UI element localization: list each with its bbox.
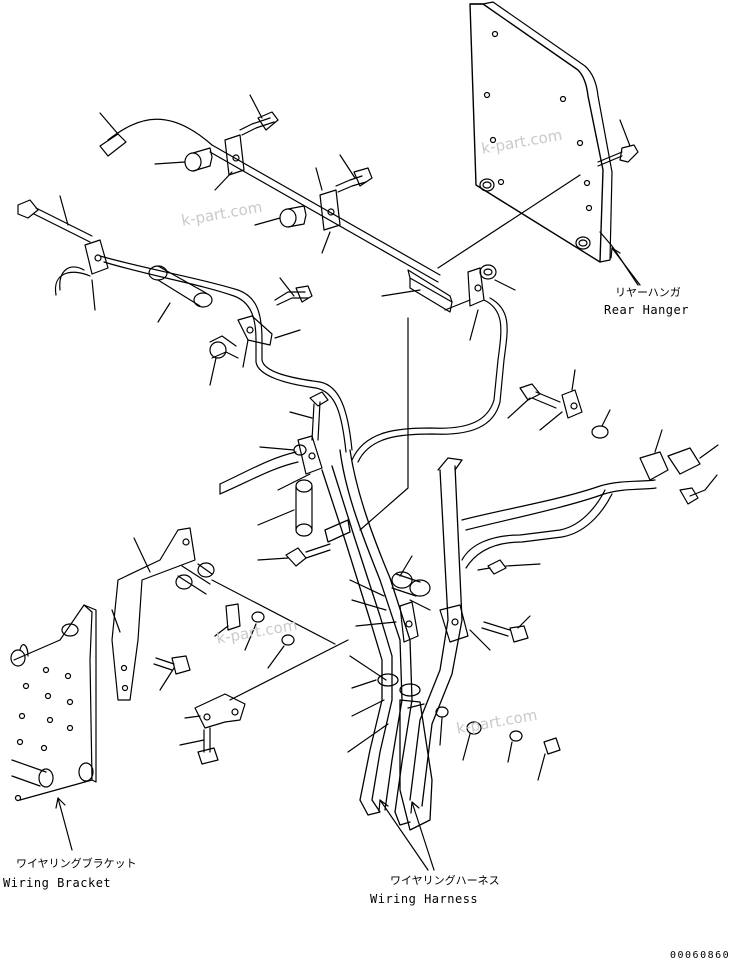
- left-clamp: [54, 239, 109, 311]
- middle-bracket: [111, 527, 336, 701]
- upper-harness: [99, 255, 353, 453]
- small-bracket: [214, 603, 295, 669]
- drawing-code: 00060860: [670, 950, 731, 961]
- rear-hanger-label-jp: リヤーハンガ: [615, 286, 681, 299]
- connector: [639, 429, 719, 481]
- clamp-set-2: [254, 154, 373, 254]
- wiring-bracket-label-jp: ワイヤリングブラケット: [16, 857, 137, 870]
- lower-bracket-plate: [179, 639, 349, 765]
- callout-arrows: [55, 247, 641, 871]
- wiring-bracket-plate: [10, 604, 97, 802]
- clamp-set-1: [154, 94, 279, 191]
- main-harness: [321, 449, 463, 831]
- bracket-bolt: [153, 655, 191, 691]
- clamp-set-3: [209, 277, 313, 386]
- leader-lines: [347, 555, 491, 753]
- long-bolt: [17, 195, 93, 243]
- rear-hanger-plate: [469, 1, 639, 286]
- wiring-bracket-label: Wiring Bracket: [3, 876, 112, 890]
- long-collar: [148, 265, 213, 323]
- right-bolt-1: [679, 474, 718, 505]
- upper-rail: [99, 112, 441, 283]
- harness-clamps: [391, 559, 541, 643]
- rear-hanger-label: Rear Hanger: [604, 303, 689, 317]
- lower-right-fasteners: [435, 706, 561, 781]
- wiring-harness-label: Wiring Harness: [370, 892, 479, 906]
- center-bracket: [351, 264, 516, 463]
- right-clamp: [507, 369, 611, 439]
- vertical-bolt: [219, 391, 331, 567]
- right-harness: [461, 479, 657, 569]
- wiring-harness-label-jp: ワイヤリングハーネス: [390, 874, 500, 887]
- hanger-bolt: [597, 119, 639, 167]
